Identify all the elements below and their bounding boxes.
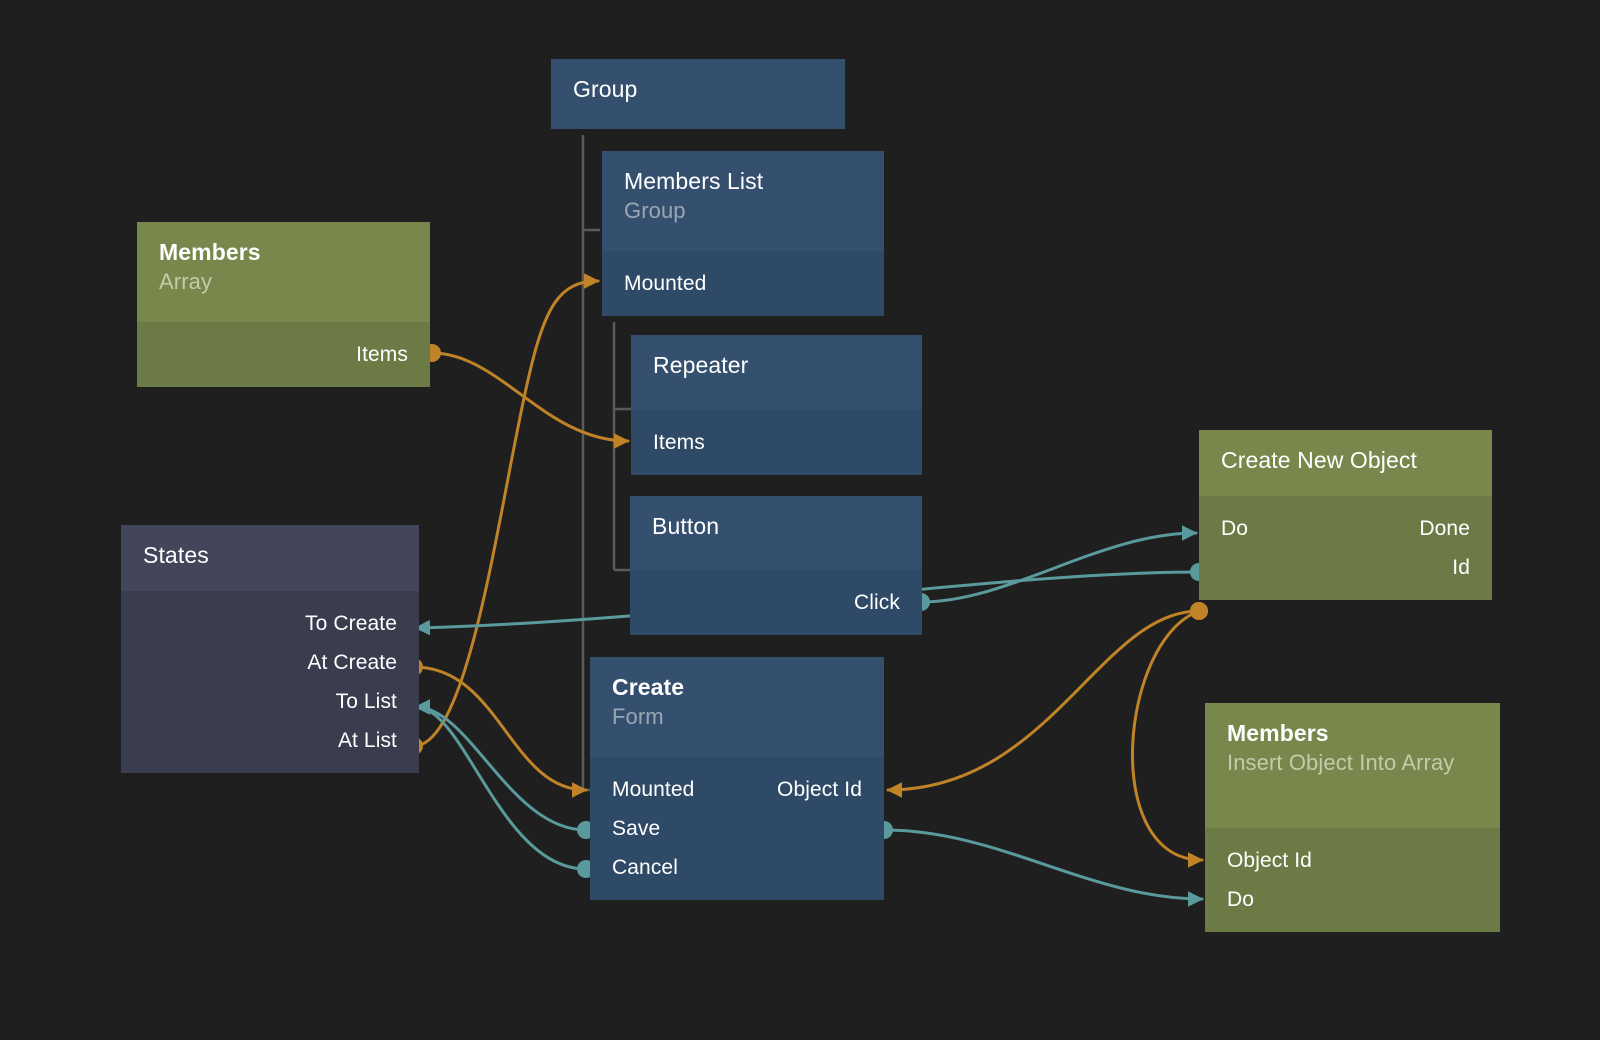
- edge-states-atcreate-to-create-mounted[interactable]: [412, 665, 588, 798]
- node-title: Members List: [624, 168, 764, 194]
- edge-button-click-to-createnewobject-do[interactable]: [919, 525, 1198, 604]
- edge-create-save-from-states-tolist[interactable]: [414, 699, 588, 832]
- port-row: Cancel: [590, 848, 884, 887]
- output-port-label[interactable]: At Create: [307, 651, 397, 674]
- node-title: Button: [652, 513, 720, 539]
- port-row: Id: [1199, 548, 1492, 587]
- edge-create-output-to-membersinsert-do[interactable]: [882, 828, 1204, 907]
- node-states[interactable]: States To Create At Create To List At List: [121, 525, 419, 773]
- input-port-label[interactable]: Object Id: [1227, 849, 1312, 872]
- port-row: Items: [631, 423, 922, 462]
- input-port-label[interactable]: Save: [612, 817, 661, 840]
- node-body-repeater: Items: [631, 410, 922, 475]
- node-subtitle: Insert Object Into Array: [1227, 750, 1455, 776]
- port-row: Do Done: [1199, 509, 1492, 548]
- port-row: Mounted Object Id: [590, 770, 884, 809]
- port-row: To Create: [121, 604, 419, 643]
- node-title: States: [143, 542, 209, 568]
- output-port-label[interactable]: Done: [1419, 517, 1470, 540]
- output-port-label[interactable]: Items: [356, 343, 408, 366]
- input-port-label[interactable]: Mounted: [612, 778, 695, 801]
- output-port-label[interactable]: Id: [1452, 556, 1470, 579]
- node-subtitle: Array: [159, 269, 213, 295]
- output-port-label[interactable]: At List: [337, 729, 397, 752]
- node-header-button[interactable]: Button: [630, 496, 922, 570]
- port-row: At List: [121, 721, 419, 760]
- output-port-label[interactable]: Click: [854, 591, 900, 614]
- memberslist-children-spine: [612, 322, 631, 572]
- port-row: Object Id: [1205, 841, 1500, 880]
- input-port-label[interactable]: Mounted: [624, 272, 707, 295]
- output-port-label[interactable]: To Create: [305, 612, 397, 635]
- node-group[interactable]: Group: [551, 59, 845, 129]
- node-header-create_new_object[interactable]: Create New Object: [1199, 430, 1492, 496]
- node-body-members_insert: Object Id Do: [1205, 828, 1500, 932]
- node-body-states: To Create At Create To List At List: [121, 591, 419, 773]
- node-subtitle: Group: [624, 198, 686, 224]
- edge-createnewobject-id-to-create-objectid[interactable]: [886, 609, 1201, 798]
- port-row: To List: [121, 682, 419, 721]
- node-header-states[interactable]: States: [121, 525, 419, 591]
- node-title: Members: [1227, 720, 1329, 746]
- node-body-members_array: Items: [137, 322, 430, 387]
- node-title: Members: [159, 239, 261, 265]
- port-row: Do: [1205, 880, 1500, 919]
- port-socket-dot[interactable]: [1190, 602, 1208, 620]
- node-title: Create: [612, 674, 685, 700]
- node-title: Create New Object: [1221, 447, 1417, 473]
- edge-states-atlist-to-memberslist-mounted[interactable]: [412, 273, 600, 748]
- input-port-label[interactable]: Items: [653, 431, 705, 454]
- output-port-label[interactable]: Object Id: [777, 778, 862, 801]
- port-row: Save: [590, 809, 884, 848]
- node-header-group[interactable]: Group: [551, 59, 845, 129]
- edge-createnewobject-id-to-membersinsert-objectid[interactable]: [1130, 609, 1204, 868]
- edge-members-items-to-repeater-items[interactable]: [430, 351, 630, 449]
- node-title: Group: [573, 76, 638, 102]
- input-port-label[interactable]: Cancel: [612, 856, 678, 879]
- port-row: Click: [630, 583, 922, 622]
- port-row: Mounted: [602, 264, 884, 303]
- node-title: Repeater: [653, 352, 749, 378]
- node-body-members_list: Mounted: [602, 251, 884, 316]
- node-header-repeater[interactable]: Repeater: [631, 335, 922, 410]
- port-row: Items: [137, 335, 430, 374]
- node-body-button: Click: [630, 570, 922, 635]
- output-port-label[interactable]: To List: [335, 690, 397, 713]
- port-socket-dot[interactable]: [1190, 602, 1208, 620]
- input-port-label[interactable]: Do: [1227, 888, 1255, 911]
- input-port-label[interactable]: Do: [1221, 517, 1249, 540]
- port-row: At Create: [121, 643, 419, 682]
- node-subtitle: Form: [612, 704, 664, 730]
- edge-create-cancel-from-states-tolist[interactable]: [414, 699, 588, 871]
